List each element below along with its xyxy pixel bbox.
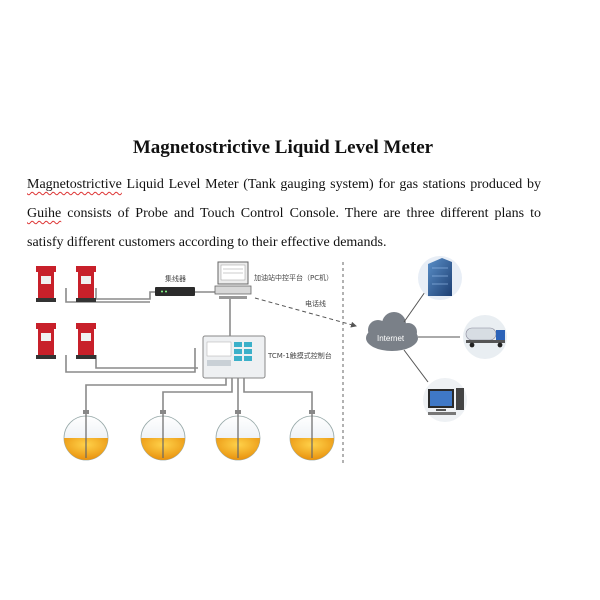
document-title: Magnetostrictive Liquid Level Meter <box>132 137 434 158</box>
fuel-dispenser-1 <box>36 266 56 302</box>
fuel-dispenser-3 <box>36 323 56 359</box>
brand-word-guihe: Guihe <box>27 206 62 221</box>
console-label: TCM-1触摸式控制台 <box>267 351 332 360</box>
pc-computer: 加油站中控平台（PC机） <box>214 261 333 299</box>
tank-wiring <box>85 378 313 412</box>
system-diagram: 集线器 加油站中控平台（PC机） 电话线 TCM-1触摸式控制台 <box>36 256 507 464</box>
paragraph-text-1: Liquid Level Meter (Tank gauging system)… <box>121 177 541 192</box>
paragraph-text-2: consists of Probe and Touch Control Cons… <box>27 206 541 250</box>
dispenser-wiring <box>65 288 218 373</box>
internet-links <box>403 291 460 383</box>
fuel-dispenser-2 <box>76 266 96 302</box>
brand-word-magnetostrictive: Magnetostrictive <box>27 177 122 192</box>
touch-control-console: TCM-1触摸式控制台 <box>202 335 332 379</box>
storage-tank-4 <box>289 410 335 461</box>
description-paragraph: Magnetostrictive Liquid Level Meter (Tan… <box>27 170 541 257</box>
storage-tank-2 <box>140 410 186 461</box>
pc-label: 加油站中控平台（PC机） <box>254 273 333 282</box>
internet-cloud-icon: Internet <box>366 312 418 351</box>
desktop-computer-icon <box>423 378 467 422</box>
phone-line-label: 电话线 <box>305 299 326 308</box>
network-hub: 集线器 <box>155 274 195 296</box>
hub-label: 集线器 <box>165 274 186 283</box>
storage-tank-1 <box>63 410 109 461</box>
fuel-dispenser-4 <box>76 323 96 359</box>
office-building-icon <box>418 256 462 300</box>
storage-tank-3 <box>215 410 261 461</box>
tanker-truck-icon <box>463 315 507 359</box>
internet-label: Internet <box>377 334 405 343</box>
phone-line: 电话线 <box>254 297 357 328</box>
